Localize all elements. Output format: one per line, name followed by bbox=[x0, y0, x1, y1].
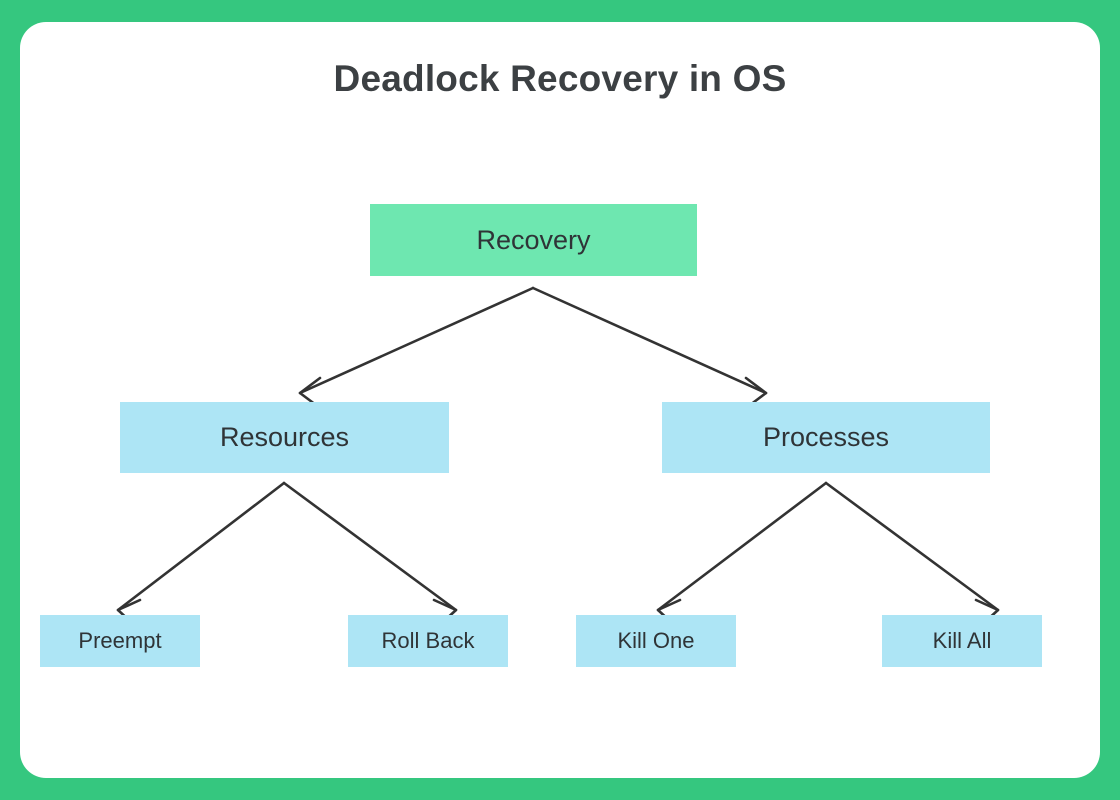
page-title: Deadlock Recovery in OS bbox=[333, 58, 787, 99]
edge-processes-killone bbox=[656, 481, 828, 624]
node-recovery[interactable]: Recovery bbox=[370, 204, 697, 276]
node-kill-one[interactable]: Kill One bbox=[576, 615, 736, 667]
node-preempt-label: Preempt bbox=[78, 628, 162, 653]
node-processes-label: Processes bbox=[762, 422, 890, 452]
edge-resources-rollback bbox=[282, 481, 458, 624]
node-preempt[interactable]: Preempt bbox=[40, 615, 200, 667]
node-processes[interactable]: Processes bbox=[662, 402, 990, 473]
diagram-card: Deadlock Recovery in OS bbox=[20, 22, 1100, 778]
node-kill-all[interactable]: Kill All bbox=[882, 615, 1042, 667]
edge-resources-preempt bbox=[116, 481, 286, 624]
edge-recovery-resources bbox=[298, 286, 535, 407]
edge-recovery-processes bbox=[531, 286, 768, 407]
node-kill-one-label: Kill One bbox=[617, 628, 695, 653]
node-rollback-label: Roll Back bbox=[381, 628, 475, 653]
node-resources[interactable]: Resources bbox=[120, 402, 449, 473]
node-resources-label: Resources bbox=[219, 422, 350, 452]
node-recovery-label: Recovery bbox=[476, 224, 591, 255]
node-rollback[interactable]: Roll Back bbox=[348, 615, 508, 667]
edge-processes-killall bbox=[824, 481, 1000, 624]
node-kill-all-label: Kill All bbox=[932, 628, 992, 653]
